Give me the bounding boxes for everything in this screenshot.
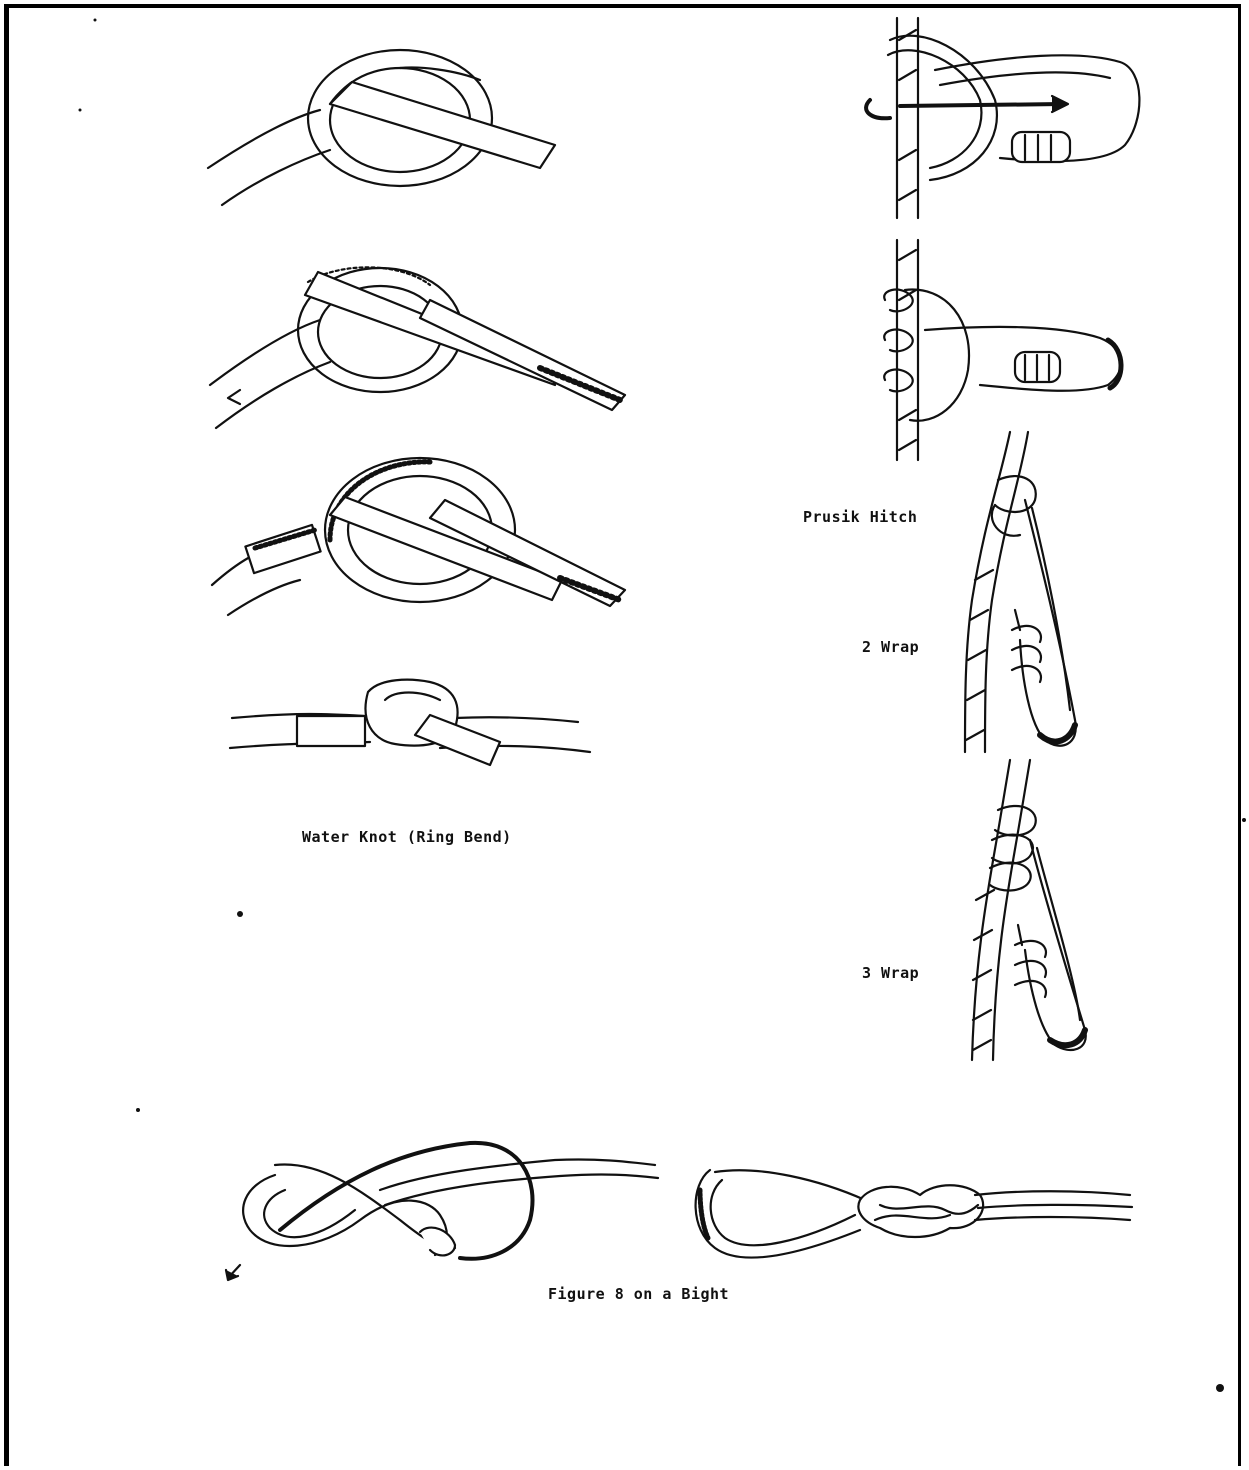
two-wrap-caption: 2 Wrap — [862, 638, 919, 656]
prusik-3-wrap-illustration — [972, 760, 1086, 1060]
water-knot-step-2-illustration — [210, 267, 625, 428]
water-knot-step-1-illustration — [208, 50, 555, 205]
three-wrap-caption: 3 Wrap — [862, 964, 919, 982]
water-knot-caption: Water Knot (Ring Bend) — [302, 828, 512, 846]
prusik-hitch-caption: Prusik Hitch — [803, 508, 917, 526]
prusik-step-2-illustration — [884, 240, 1121, 460]
prusik-step-1-illustration — [866, 18, 1139, 218]
figure-eight-complete-illustration — [696, 1170, 1132, 1258]
figure-eight-step-illustration — [226, 1143, 658, 1280]
prusik-2-wrap-illustration — [965, 432, 1076, 752]
water-knot-complete-illustration — [230, 680, 590, 765]
water-knot-step-3-illustration — [212, 458, 625, 615]
figure-eight-caption: Figure 8 on a Bight — [548, 1285, 729, 1303]
